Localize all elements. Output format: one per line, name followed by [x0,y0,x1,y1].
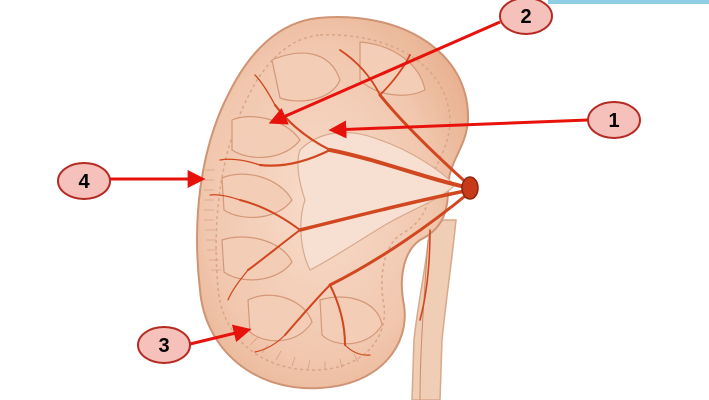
label-bubble-3: 3 [137,326,191,364]
label-bubble-1: 1 [587,101,641,139]
top-accent-line [548,0,709,4]
renal-artery-stump [461,176,479,200]
arrow-2 [268,20,501,125]
kidney [196,16,470,390]
label-bubble-2: 2 [499,0,553,35]
label-bubble-4: 4 [57,162,111,200]
arrow-1 [328,118,589,139]
label-4-text: 4 [78,171,90,193]
renal-arteries [209,49,472,356]
label-1-text: 1 [608,110,619,132]
label-2-text: 2 [520,6,531,28]
arrow-3 [189,324,252,346]
label-3-text: 3 [158,335,169,357]
ureter [411,219,457,400]
pointer-arrows [110,20,589,346]
